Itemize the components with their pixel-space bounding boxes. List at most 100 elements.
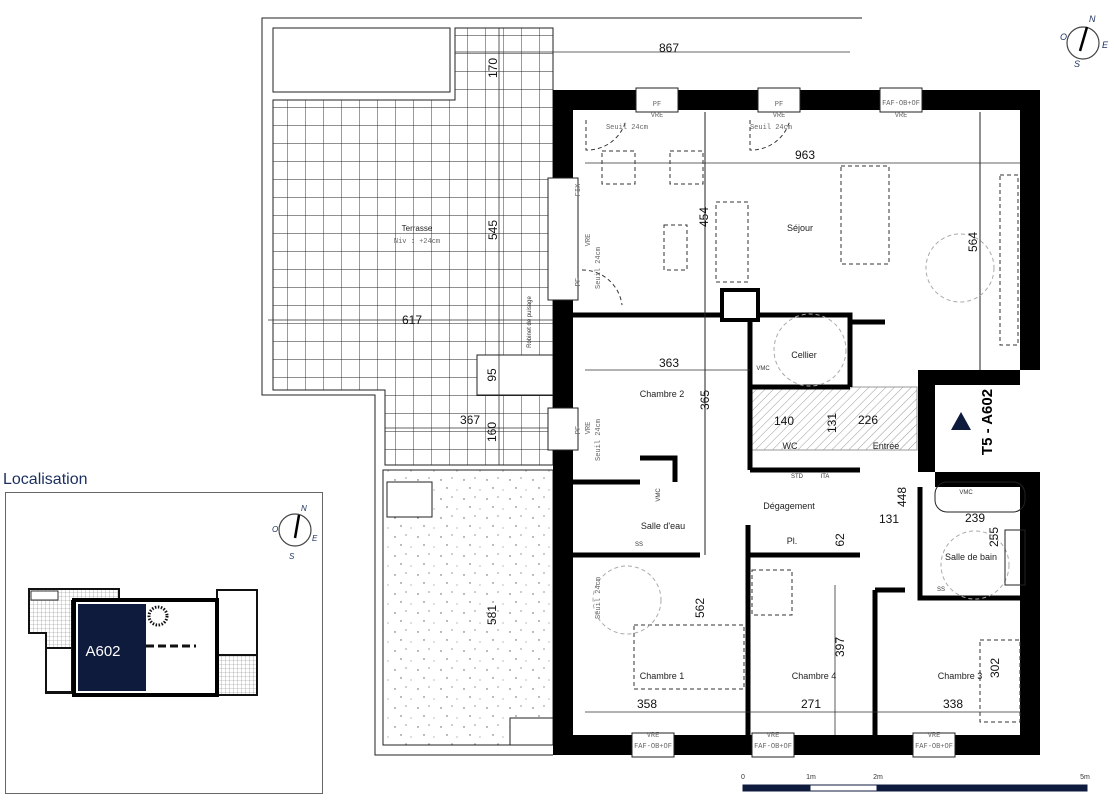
window-label: VRE [585, 422, 593, 435]
dim-365: 365 [698, 390, 712, 410]
dim-62: 62 [833, 533, 847, 547]
window-label: VRE [767, 732, 780, 740]
localisation-map: A602 N E S O [5, 492, 323, 794]
window-label: FAF-OB+OF [915, 743, 953, 751]
scale-tick-2m: 2m [873, 774, 883, 781]
room-label-terrasse: Terrasse [402, 224, 433, 233]
dim-226: 226 [858, 413, 878, 427]
window-label: FAF-OB+OF [754, 743, 792, 751]
dim-239: 239 [965, 511, 985, 525]
compass-e: E [312, 534, 318, 543]
dim-545: 545 [486, 220, 500, 240]
dim-581: 581 [485, 605, 499, 625]
compass-icon: N E S O [1060, 14, 1109, 69]
window-label: PF [653, 101, 661, 109]
window-label: VRE [895, 112, 908, 120]
dim-448: 448 [895, 487, 909, 507]
threshold-label: Seuil 24cm [606, 124, 648, 132]
threshold-label: Seuil 24cm [595, 247, 603, 289]
window-label: VRE [773, 112, 786, 120]
dim-367: 367 [460, 413, 480, 427]
dim-302: 302 [988, 658, 1002, 678]
window-label: VRE [651, 112, 664, 120]
room-label-salle-de-bain: Salle de bain [945, 552, 997, 562]
dim-255: 255 [987, 527, 1001, 547]
dim-963: 963 [795, 148, 815, 162]
window-labels: PF VRE Seuil 24cm PF VRE Seuil 24cm FAF-… [575, 100, 953, 751]
vmc-label: VMC [656, 488, 662, 502]
dim-397: 397 [833, 637, 847, 657]
room-label-chambre-4: Chambre 4 [792, 671, 837, 681]
window-label: VRE [647, 732, 660, 740]
vmc-label: VMC [756, 366, 770, 372]
scale-tick-5m: 5m [1080, 774, 1090, 781]
threshold-label: Seuil 24cm [750, 124, 792, 132]
window-label: PF [575, 426, 583, 434]
compass-n: N [1089, 14, 1096, 24]
dim-271: 271 [801, 697, 821, 711]
dim-363: 363 [659, 356, 679, 370]
window-label: FAF-OB+OF [882, 100, 920, 108]
compass-o: O [1060, 32, 1067, 42]
room-labels: Séjour Cellier Chambre 2 WC Entrée Dégag… [640, 223, 997, 681]
window-label: FAF-OB+OF [634, 743, 672, 751]
window-label: PF [575, 278, 583, 286]
planter [272, 27, 451, 93]
room-label-chambre-2: Chambre 2 [640, 389, 685, 399]
scale-tick-1m: 1m [806, 774, 816, 781]
gravel-area [382, 469, 554, 746]
room-label-placard: Pl. [787, 536, 798, 546]
dim-160: 160 [485, 422, 499, 442]
window-label: VRE [928, 732, 941, 740]
localisation-compass-icon: N E S O [272, 504, 318, 561]
ss-label: SS [635, 542, 643, 548]
fixture-labels: VMC VMC VMC SS SS STD ITA [635, 366, 973, 593]
scale-tick-0: 0 [741, 774, 745, 781]
localisation-plan: A602 N E S O [28, 504, 318, 697]
room-label-chambre-1: Chambre 1 [640, 671, 685, 681]
dim-95: 95 [485, 368, 499, 382]
room-label-wc: WC [783, 441, 798, 451]
dim-867: 867 [659, 41, 679, 55]
ita-label: ITA [821, 474, 830, 480]
compass-n: N [301, 504, 307, 513]
entrance-arrow-icon [951, 412, 971, 430]
terrace: 867 170 545 617 95 367 160 581 Terrasse … [261, 17, 862, 756]
dim-140: 140 [774, 414, 794, 428]
dim-358: 358 [637, 697, 657, 711]
localisation-title: Localisation [3, 471, 88, 488]
dim-131: 131 [879, 512, 899, 526]
compass-o: O [272, 525, 278, 534]
dim-454: 454 [697, 207, 711, 227]
dim-338: 338 [943, 697, 963, 711]
dimensions: 963 454 564 363 365 140 131 226 448 131 … [637, 148, 1002, 711]
threshold-label: Seuil 24cm [595, 419, 603, 461]
ss-label: SS [937, 587, 945, 593]
unit-highlight-label: A602 [85, 643, 120, 660]
room-label-sejour: Séjour [787, 223, 813, 233]
dim-562: 562 [693, 598, 707, 618]
room-label-cellier: Cellier [791, 350, 817, 360]
room-label-degagement: Dégagement [763, 501, 815, 511]
window-label: FIX [575, 183, 583, 196]
compass-s: S [289, 552, 295, 561]
room-label-entree: Entrée [873, 441, 900, 451]
window-label: VRE [585, 234, 593, 247]
room-label-chambre-3: Chambre 3 [938, 671, 983, 681]
compass-e: E [1102, 40, 1109, 50]
dim-131-wc: 131 [825, 413, 839, 433]
exterior-walls [547, 87, 1040, 758]
unit-highlight [78, 604, 146, 691]
dim-564: 564 [966, 232, 980, 252]
compass-s: S [1074, 59, 1080, 69]
unit-label: T5 - A602 [979, 389, 996, 455]
window-label: PF [775, 101, 783, 109]
room-label-salle-eau: Salle d'eau [641, 521, 685, 531]
threshold-label: Seuil 24cm [595, 577, 603, 619]
dim-617: 617 [402, 313, 422, 327]
interior-walls [573, 112, 1026, 735]
std-label: STD [791, 474, 804, 480]
vmc-label: VMC [959, 490, 973, 496]
terrace-level: Niv : +24cm [394, 238, 440, 246]
